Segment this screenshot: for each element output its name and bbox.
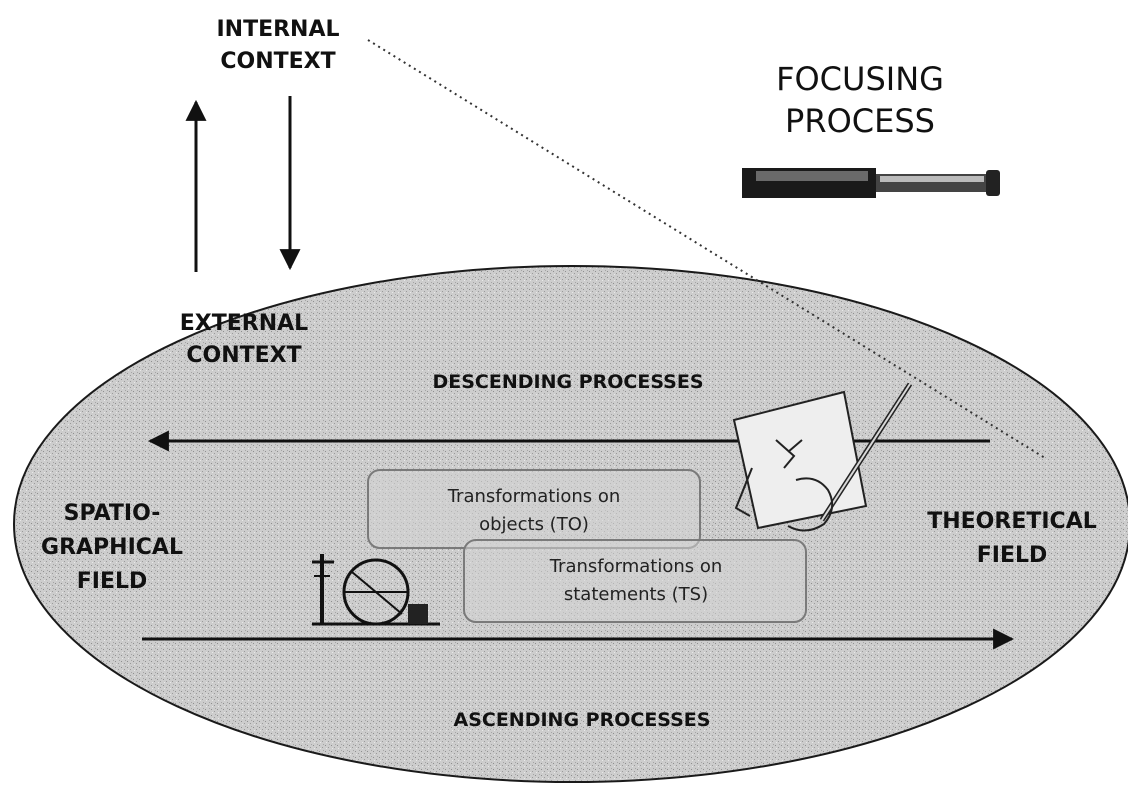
- focus-dotted-line: [367, 39, 1046, 459]
- box-ts-label-line2: statements (TS): [564, 584, 708, 605]
- focusing-process-label-line1: FOCUSING: [776, 60, 944, 98]
- internal-context-label-line1: INTERNAL: [216, 17, 339, 42]
- box-to-label-line2: objects (TO): [479, 514, 589, 535]
- telescope-icon: [742, 168, 1000, 198]
- focusing-process-label-line2: PROCESS: [785, 102, 935, 140]
- descending-processes-label: DESCENDING PROCESSES: [432, 371, 703, 393]
- ascending-processes-label: ASCENDING PROCESSES: [454, 709, 711, 731]
- theoretical-field-label-line2: FIELD: [977, 543, 1048, 568]
- theoretical-field-label-line1: THEORETICAL: [927, 509, 1097, 534]
- box-transformations-statements: [463, 539, 807, 623]
- internal-context-label-line2: CONTEXT: [220, 49, 335, 74]
- spatio-graphical-label-line3: FIELD: [77, 569, 148, 594]
- hand-writing-icon: [732, 382, 913, 532]
- geometry-construction-icon: [312, 554, 440, 626]
- box-transformations-objects: [367, 469, 701, 549]
- spatio-graphical-label-line2: GRAPHICAL: [41, 535, 183, 560]
- box-to-label-line1: Transformations on: [447, 486, 621, 507]
- spatio-graphical-label-line1: SPATIO-: [64, 501, 161, 526]
- external-context-label-line1: EXTERNAL: [180, 311, 308, 336]
- external-context-label-line2: CONTEXT: [186, 343, 301, 368]
- box-ts-label-line1: Transformations on: [549, 556, 723, 577]
